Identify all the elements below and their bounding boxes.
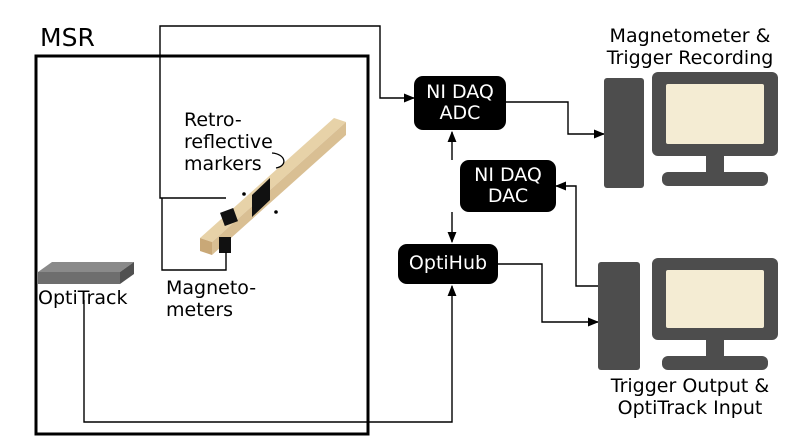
arrow-optitrack-to-optihub <box>83 284 457 423</box>
msr-room-border <box>34 54 370 436</box>
trigger-computer-label-line: OptiTrack Input <box>617 396 763 419</box>
arrow-adc-to-recording <box>506 101 606 139</box>
recording-computer-label-line: Magnetometer & <box>609 25 771 47</box>
cable-sensor1-to-adc <box>159 25 416 199</box>
magnetometers-label-line: meters <box>166 298 234 321</box>
optitrack-bar-icon <box>38 262 134 284</box>
ni-daq-dac-line: DAC <box>487 185 529 207</box>
markers-label-line: markers <box>184 152 262 175</box>
magnetometer-sensor-icon <box>219 208 238 253</box>
markers-label-line: Retro- <box>184 109 242 131</box>
ni-daq-dac-line: NI DAQ <box>474 163 542 186</box>
wooden-stick-icon <box>200 118 346 255</box>
trigger-computer-label-line: Trigger Output & <box>610 375 770 397</box>
recording-computer-label: Magnetometer & Trigger Recording <box>590 25 790 70</box>
trigger-computer-label: Trigger Output & OptiTrack Input <box>590 375 790 420</box>
recording-computer-label-line: Trigger Recording <box>606 46 774 69</box>
arrow-optihub-to-trigger <box>498 263 600 327</box>
computer-icon <box>604 72 778 188</box>
computer-icon <box>598 258 778 370</box>
markers-label-line: reflective <box>184 130 273 153</box>
ni-daq-adc-line: ADC <box>439 102 481 124</box>
ni-daq-dac-box: NI DAQ DAC <box>460 160 556 212</box>
msr-label: MSR <box>40 23 95 52</box>
cable-sensor2 <box>161 198 227 271</box>
magnetometers-label-line: Magneto- <box>166 277 257 299</box>
magnetometers-label: Magneto- meters <box>166 277 257 322</box>
optihub-box: OptiHub <box>398 244 498 284</box>
markers-pointer <box>271 152 285 169</box>
optihub-label: OptiHub <box>408 252 488 275</box>
ni-daq-adc-line: NI DAQ <box>426 80 494 103</box>
arrow-trigger-to-dac <box>554 181 598 287</box>
ni-daq-adc-box: NI DAQ ADC <box>414 76 506 130</box>
optitrack-label: OptiTrack <box>38 287 128 309</box>
markers-label: Retro- reflective markers <box>184 109 273 176</box>
